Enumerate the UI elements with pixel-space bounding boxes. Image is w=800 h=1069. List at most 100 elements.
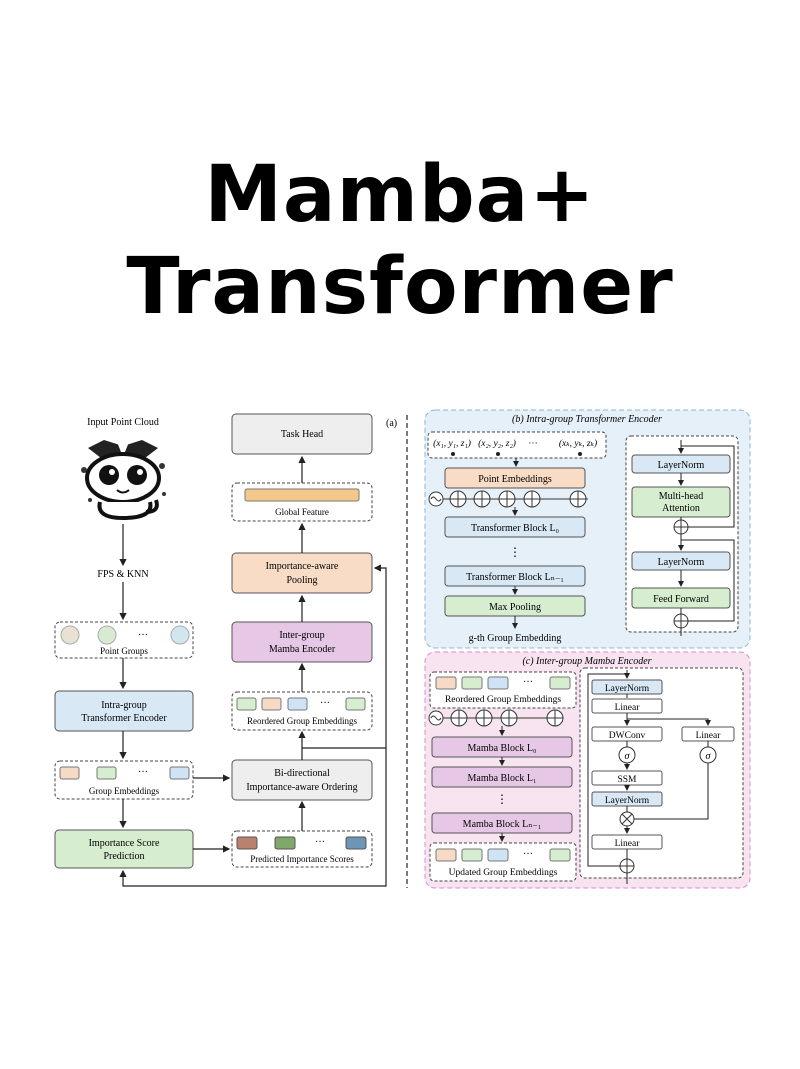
embeddings-to-score-loop	[119, 748, 387, 887]
mb-add-cross	[620, 859, 634, 873]
mamba-block-1-label: Mamba Block L₁	[467, 773, 536, 784]
reordered-embeddings-label: Reordered Group Embeddings	[247, 716, 357, 726]
tb-layernorm-2-label: LayerNorm	[658, 557, 705, 568]
intra-group-encoder-box	[54, 690, 194, 732]
bidirectional-line1: Bi-directional	[274, 768, 330, 779]
positional-addition-row	[428, 490, 588, 508]
title-line-2: Transformer	[126, 242, 674, 332]
group-embedding-token-2	[96, 766, 117, 780]
tb-connectors	[678, 440, 735, 636]
c-addition-row	[428, 709, 564, 727]
panel-a-label: (a)	[386, 418, 397, 429]
inter-group-line2: Mamba Encoder	[269, 644, 336, 655]
predicted-scores-label: Predicted Importance Scores	[250, 854, 354, 864]
reordered-token-k	[345, 697, 366, 711]
reordered-ellipsis: ···	[320, 698, 330, 709]
c-reordered-token-1	[435, 676, 457, 690]
reordered-token-1	[236, 697, 257, 711]
task-head-label: Task Head	[281, 429, 323, 440]
mb-ssm-label: SSM	[617, 775, 637, 785]
predicted-score-token-1	[236, 836, 258, 850]
mb-layernorm-2-label: LayerNorm	[605, 796, 650, 806]
importance-score-box	[54, 829, 194, 869]
ordering-to-pooling-connector	[302, 564, 387, 749]
transformer-block-0-label: Transformer Block L₀	[471, 523, 560, 534]
c-updated-ellipsis: ···	[523, 849, 533, 860]
c-reordered-token-3	[487, 676, 509, 690]
mb-linear-1-label: Linear	[615, 703, 641, 713]
importance-pooling-box	[231, 552, 373, 594]
mb-layernorm-1-label: LayerNorm	[605, 684, 650, 694]
tb-feed-forward-label: Feed Forward	[653, 594, 709, 605]
pooling-line1: Importance-aware	[266, 561, 339, 572]
global-feature-label: Global Feature	[275, 507, 329, 517]
intra-group-line1: Intra-group	[101, 700, 147, 711]
predicted-score-token-k	[345, 836, 367, 850]
c-updated-token-1	[435, 848, 457, 862]
importance-score-line2: Prediction	[103, 851, 144, 862]
tb-mha-line2: Attention	[662, 503, 700, 514]
group-embedding-token-k	[169, 766, 190, 780]
reordered-token-3	[287, 697, 308, 711]
group-embedding-token-1	[59, 766, 80, 780]
bidirectional-line2: Importance-aware Ordering	[246, 782, 357, 793]
mb-connectors	[587, 670, 711, 884]
snake-mascot-icon	[81, 440, 166, 521]
mb-sigma-2-label: σ	[706, 751, 712, 762]
c-updated-token-k	[549, 848, 571, 862]
group-embedding-output: g-th Group Embedding	[469, 633, 562, 644]
tb-mha-line1: Multi-head	[659, 491, 703, 502]
point-group-1	[60, 625, 80, 645]
c-reordered-token-k	[549, 676, 571, 690]
c-updated-label: Updated Group Embeddings	[449, 868, 558, 878]
predicted-scores-ellipsis: ···	[315, 837, 325, 848]
mamba-block-0-label: Mamba Block L₀	[467, 743, 537, 754]
panel-b-title: (b) Intra-group Transformer Encoder	[512, 414, 662, 425]
input-point-cloud-label: Input Point Cloud	[87, 417, 159, 428]
coordinate-2: (x₂, y₂, z₂)	[478, 438, 516, 449]
mb-linear-2-label: Linear	[696, 731, 722, 741]
point-group-2	[97, 625, 117, 645]
group-embeddings-label: Group Embeddings	[89, 786, 160, 796]
transformer-block-0	[444, 516, 586, 538]
tb-add-1-cross	[674, 520, 688, 534]
mb-multiply-cross	[621, 813, 633, 825]
reordered-token-2	[261, 697, 282, 711]
mamba-block-n-label: Mamba Block Lₙ₋₁	[463, 819, 542, 830]
point-embeddings-label: Point Embeddings	[478, 474, 552, 485]
inter-group-line1: Inter-group	[279, 630, 324, 641]
mamba-block-1	[431, 766, 573, 788]
tb-add-2-cross	[674, 614, 688, 628]
c-reordered-token-2	[461, 676, 483, 690]
panel-c-title: (c) Inter-group Mamba Encoder	[522, 656, 651, 667]
point-embeddings-box	[444, 467, 586, 489]
title-line-1: Mamba+	[204, 150, 596, 240]
coordinate-ellipsis: ···	[528, 439, 538, 449]
coordinate-dot-k	[578, 452, 582, 456]
predicted-score-token-2	[274, 836, 296, 850]
coordinates-box	[427, 431, 607, 459]
point-group-k	[170, 625, 190, 645]
point-groups-label: Point Groups	[100, 646, 148, 656]
coordinate-dot-2	[496, 452, 500, 456]
group-embeddings-ellipsis: ···	[138, 767, 148, 778]
c-updated-token-3	[487, 848, 509, 862]
c-reordered-ellipsis: ···	[523, 677, 533, 688]
bidirectional-ordering-box	[231, 759, 373, 801]
global-feature-token	[244, 488, 360, 502]
point-groups-box	[54, 621, 194, 659]
panel-c-vdots: ⋮	[496, 792, 508, 806]
pooling-line2: Pooling	[286, 575, 317, 586]
tb-layernorm-1-label: LayerNorm	[658, 460, 705, 471]
intra-group-line2: Transformer Encoder	[81, 713, 167, 724]
coordinate-dot-1	[451, 452, 455, 456]
point-groups-ellipsis: ···	[138, 630, 148, 641]
group-embeddings-box	[54, 760, 194, 800]
coordinate-1: (x₁, y₁, z₁)	[433, 438, 471, 449]
max-pooling-label: Max Pooling	[489, 602, 541, 613]
inter-group-encoder-box	[231, 621, 373, 663]
transformer-block-n-label: Transformer Block Lₙ₋₁	[466, 572, 564, 583]
mb-linear-3-label: Linear	[615, 839, 641, 849]
fps-knn-label: FPS & KNN	[97, 569, 148, 580]
